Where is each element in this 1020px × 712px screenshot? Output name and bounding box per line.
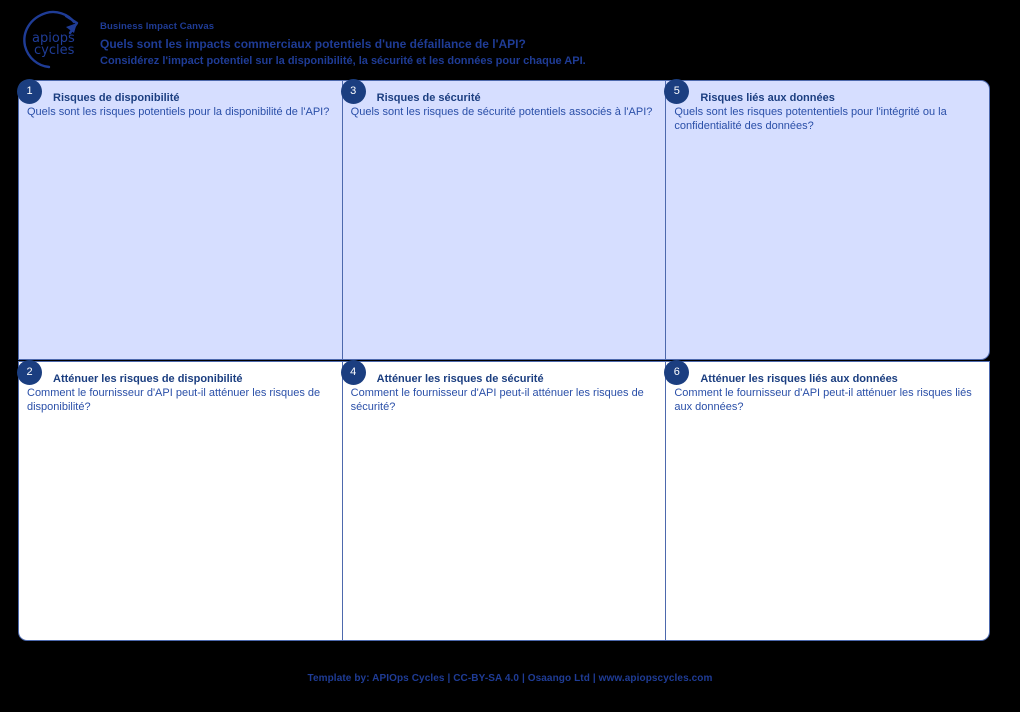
page-footer: Template by: APIOps Cycles | CC-BY-SA 4.… [0,668,1020,686]
cell-title: Risques liés aux données [700,92,835,104]
header-text-block: Business Impact Canvas Quels sont les im… [100,20,1000,68]
canvas-cell-availability-risks[interactable]: 1 Risques de disponibilité Quels sont le… [17,79,343,360]
cell-prompt: Comment le fournisseur d'API peut-il att… [27,387,321,413]
cell-body: Atténuer les risques de disponibilité Co… [19,362,342,414]
cell-title: Atténuer les risques liés aux données [700,373,898,385]
cell-prompt: Comment le fournisseur d'API peut-il att… [350,387,644,413]
cell-number-badge: 4 [340,360,366,385]
header-question-secondary: Considérez l'impact potentiel sur la dis… [100,55,586,67]
cell-body: Atténuer les risques de sécurité Comment… [343,362,666,414]
cell-prompt: Quels sont les risques de sécurité poten… [350,106,653,118]
cell-number-badge: 2 [17,360,42,385]
cell-body: Risques de disponibilité Quels sont les … [19,81,342,120]
cell-number-badge: 1 [17,79,42,104]
canvas-cell-mitigate-data[interactable]: 6 Atténuer les risques liés aux données … [664,360,991,641]
cell-body: Risques liés aux données Quels sont les … [666,81,989,133]
cell-prompt: Quels sont les risques potentiels pour l… [27,106,330,118]
canvas-cell-mitigate-availability[interactable]: 2 Atténuer les risques de disponibilité … [17,360,343,641]
cell-number-badge: 5 [664,79,690,104]
cell-body: Risques de sécurité Quels sont les risqu… [343,81,666,120]
cell-title: Atténuer les risques de sécurité [376,373,544,385]
cell-prompt: Comment le fournisseur d'API peut-il att… [674,387,972,413]
cell-number-badge: 6 [664,360,690,385]
cell-title: Risques de sécurité [376,92,481,104]
canvas-cell-data-risks[interactable]: 5 Risques liés aux données Quels sont le… [664,79,991,360]
apiops-cycles-logo: apiops cycles [16,8,92,72]
canvas-title: Business Impact Canvas [100,21,215,32]
logo-text-cycles: cycles [34,43,75,58]
cell-title: Risques de disponibilité [53,92,180,104]
business-impact-canvas-grid: 1 Risques de disponibilité Quels sont le… [17,79,991,641]
header-question-primary: Quels sont les impacts commerciaux poten… [100,37,526,51]
canvas-row-risks: 1 Risques de disponibilité Quels sont le… [17,79,991,360]
page-header: apiops cycles Business Impact Canvas Que… [0,0,1020,78]
footer-attribution: Template by: APIOps Cycles | CC-BY-SA 4.… [307,673,713,684]
cell-number-badge: 3 [340,79,366,104]
logo-text-apiops: apiops [32,31,75,46]
cell-title: Atténuer les risques de disponibilité [53,373,243,385]
canvas-cell-mitigate-security[interactable]: 4 Atténuer les risques de sécurité Comme… [340,360,667,641]
cell-body: Atténuer les risques liés aux données Co… [666,362,989,414]
canvas-cell-security-risks[interactable]: 3 Risques de sécurité Quels sont les ris… [340,79,667,360]
canvas-row-mitigations: 2 Atténuer les risques de disponibilité … [17,360,991,641]
cell-prompt: Quels sont les risques potententiels pou… [674,106,947,132]
